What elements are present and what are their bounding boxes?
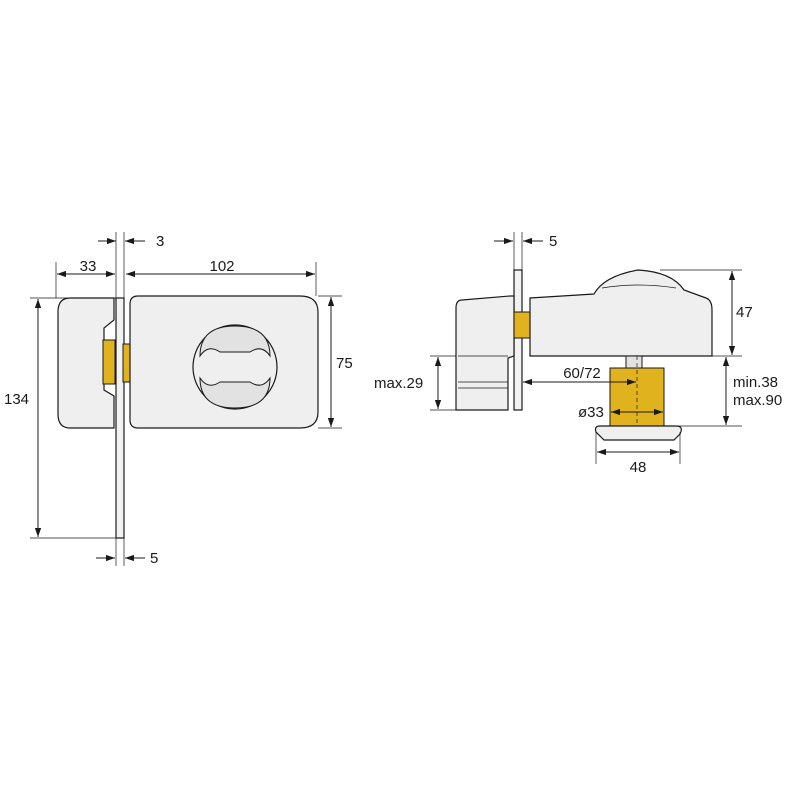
dim-door-max: max.90 (733, 392, 782, 409)
dim-strike-depth: max.29 (374, 375, 423, 392)
front-view: 33 3 102 75 134 5 (4, 232, 353, 567)
dim-rosette-width: 48 (630, 459, 647, 476)
dim-body-height: 75 (336, 355, 353, 372)
dim-plate-height: 134 (4, 391, 29, 408)
dim-side-plate-thickness: 5 (549, 233, 557, 250)
thumb-turn-icon (192, 324, 278, 410)
front-strike-body (57, 297, 115, 429)
dim-backset: 60/72 (563, 365, 601, 382)
dim-cylinder-diameter: ø33 (578, 404, 604, 421)
front-mounting-plate (115, 297, 125, 539)
side-view: 5 47 max.29 60/72 ø33 min.38 max.90 48 (374, 232, 782, 476)
side-strike-body (455, 295, 515, 411)
cylinder-rosette (594, 425, 682, 441)
front-strike-brass-insert (102, 339, 116, 385)
dim-strike-width: 33 (80, 258, 97, 275)
side-lock-body (529, 269, 713, 357)
dim-plate-thickness: 5 (150, 550, 158, 567)
dim-body-width: 102 (209, 258, 234, 275)
dim-plate-gap: 3 (156, 233, 164, 250)
spindle (625, 355, 643, 369)
side-bolt-brass (513, 311, 531, 339)
dim-body-depth: 47 (736, 304, 753, 321)
side-mounting-plate (513, 269, 523, 411)
dim-door-min: min.38 (733, 374, 778, 391)
cylinder-brass (609, 367, 665, 427)
